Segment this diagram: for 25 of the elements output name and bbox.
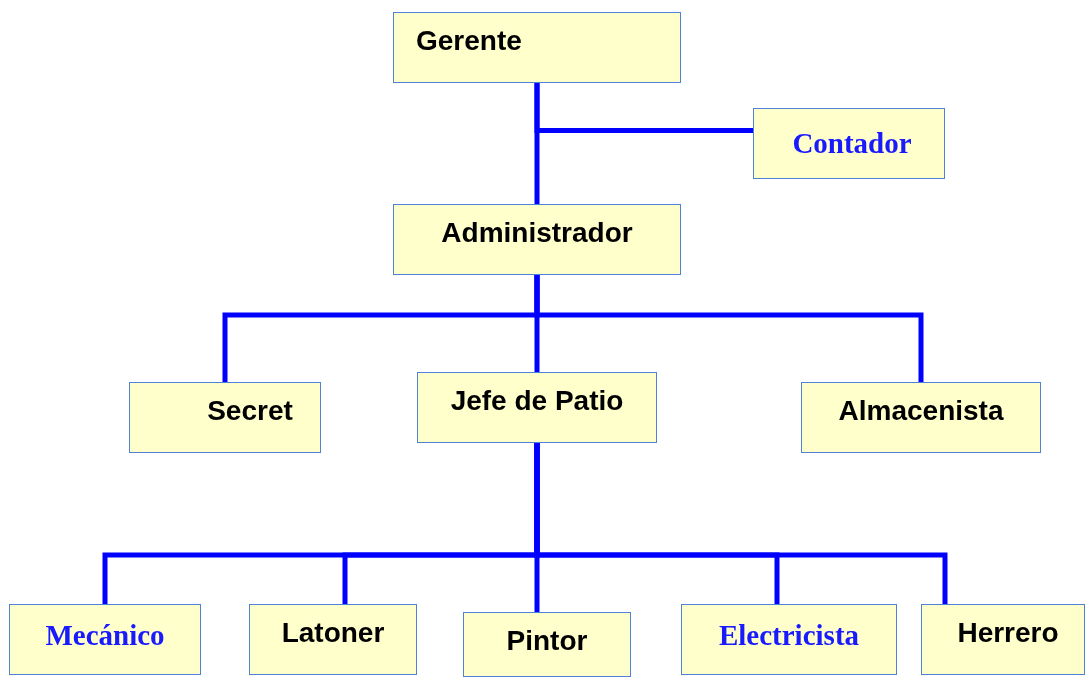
role-title: Secret [207,394,293,428]
org-box [393,12,681,83]
connector-line [534,275,924,382]
org-box [801,382,1041,453]
role-title: Electricista [718,618,860,654]
org-box [921,604,1085,675]
org-box [9,604,201,675]
role-title: Almacenista [838,394,1004,428]
role-title: Pintor [506,624,588,658]
role-title: Jefe de Patio [450,384,624,418]
connector-line [534,83,753,133]
role-title: Mecánico [45,618,165,654]
role-title: Herrero [957,616,1059,650]
role-title: Administrador [441,216,633,250]
org-box [249,604,417,675]
org-box [417,372,657,443]
org-box [681,604,897,675]
org-box [129,382,321,453]
role-title: Contador [792,126,912,162]
role-title: Latoner [281,616,385,650]
org-box [463,612,631,677]
role-title: Gerente [416,24,522,58]
connector-line [534,443,948,604]
org-box [753,108,945,179]
org-box [393,204,681,275]
